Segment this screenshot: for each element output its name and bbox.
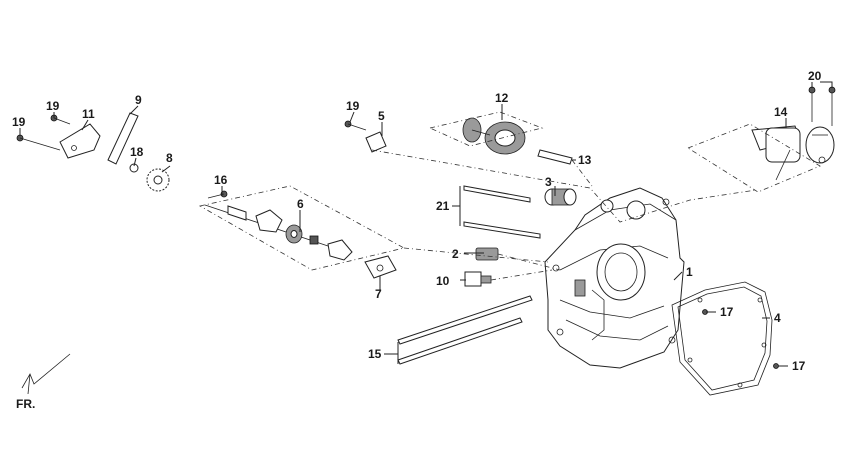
callout-12: 12 [495, 91, 509, 105]
callout-6: 6 [297, 197, 304, 211]
callout-17b: 17 [792, 359, 806, 373]
callout-2: 2 [452, 247, 459, 261]
callout-16: 16 [214, 173, 228, 187]
callout-20: 20 [808, 69, 822, 83]
callout-1: 1 [686, 265, 693, 279]
front-direction-label: FR. [16, 397, 35, 411]
callout-11: 11 [82, 107, 95, 121]
callout-15: 15 [368, 347, 382, 361]
bolt-pair-part [808, 86, 836, 126]
callout-21: 21 [436, 199, 450, 213]
gasket-part [671, 281, 773, 396]
starter-gear-part [462, 117, 526, 155]
dowel-part [475, 247, 499, 261]
bracket-part [365, 131, 387, 153]
leader-lines [19, 81, 833, 367]
callout-3: 3 [545, 175, 552, 189]
callout-19b: 19 [46, 99, 60, 113]
shaft-part [537, 149, 573, 165]
assembly-frames [198, 111, 821, 281]
starter-motor-part [751, 125, 835, 181]
callout-14: 14 [774, 105, 788, 119]
crankcase-cover-part [544, 187, 685, 369]
callout-19a: 19 [12, 115, 26, 129]
stud-bolts-part [463, 185, 541, 239]
callout-18: 18 [130, 145, 144, 159]
front-direction-arrow-icon [21, 353, 71, 395]
pump-cover-part [364, 255, 397, 279]
chain-guide-plate-part [59, 123, 101, 159]
callout-13: 13 [578, 153, 592, 167]
callout-9: 9 [135, 93, 142, 107]
drive-chain-part [107, 112, 139, 165]
sprocket-part [146, 168, 170, 192]
bushing-part [544, 188, 577, 206]
callout-4: 4 [774, 311, 781, 325]
long-studs-part [397, 295, 533, 365]
callout-17a: 17 [720, 305, 734, 319]
oil-pump-part [204, 204, 353, 261]
sensor-part [464, 271, 492, 287]
callout-19c: 19 [346, 99, 360, 113]
callout-7: 7 [375, 287, 382, 301]
callout-5: 5 [378, 109, 385, 123]
callout-10: 10 [436, 274, 450, 288]
callout-8: 8 [166, 151, 173, 165]
